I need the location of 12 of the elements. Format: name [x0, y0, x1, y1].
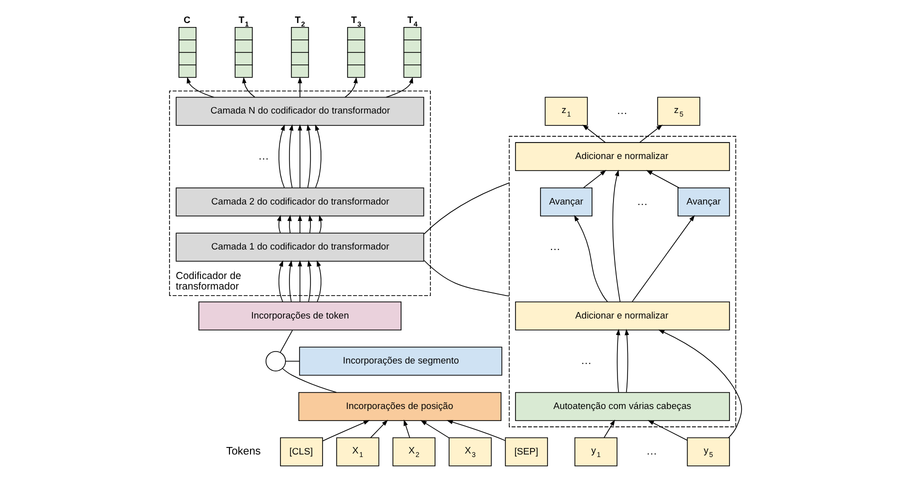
- node-label: T$_{2}$: [294, 14, 306, 28]
- label: …: [636, 195, 648, 208]
- label: Tokens: [226, 445, 261, 458]
- node-label: T$_{1}$: [238, 14, 249, 28]
- label: …: [616, 104, 628, 117]
- label: …: [580, 354, 592, 367]
- node-label: C: [184, 14, 190, 25]
- label: …: [646, 445, 658, 458]
- node-label: T$_{3}$: [351, 14, 362, 28]
- label: …: [258, 150, 270, 162]
- node-label: T$_{4}$: [407, 14, 418, 28]
- label: …: [549, 240, 560, 253]
